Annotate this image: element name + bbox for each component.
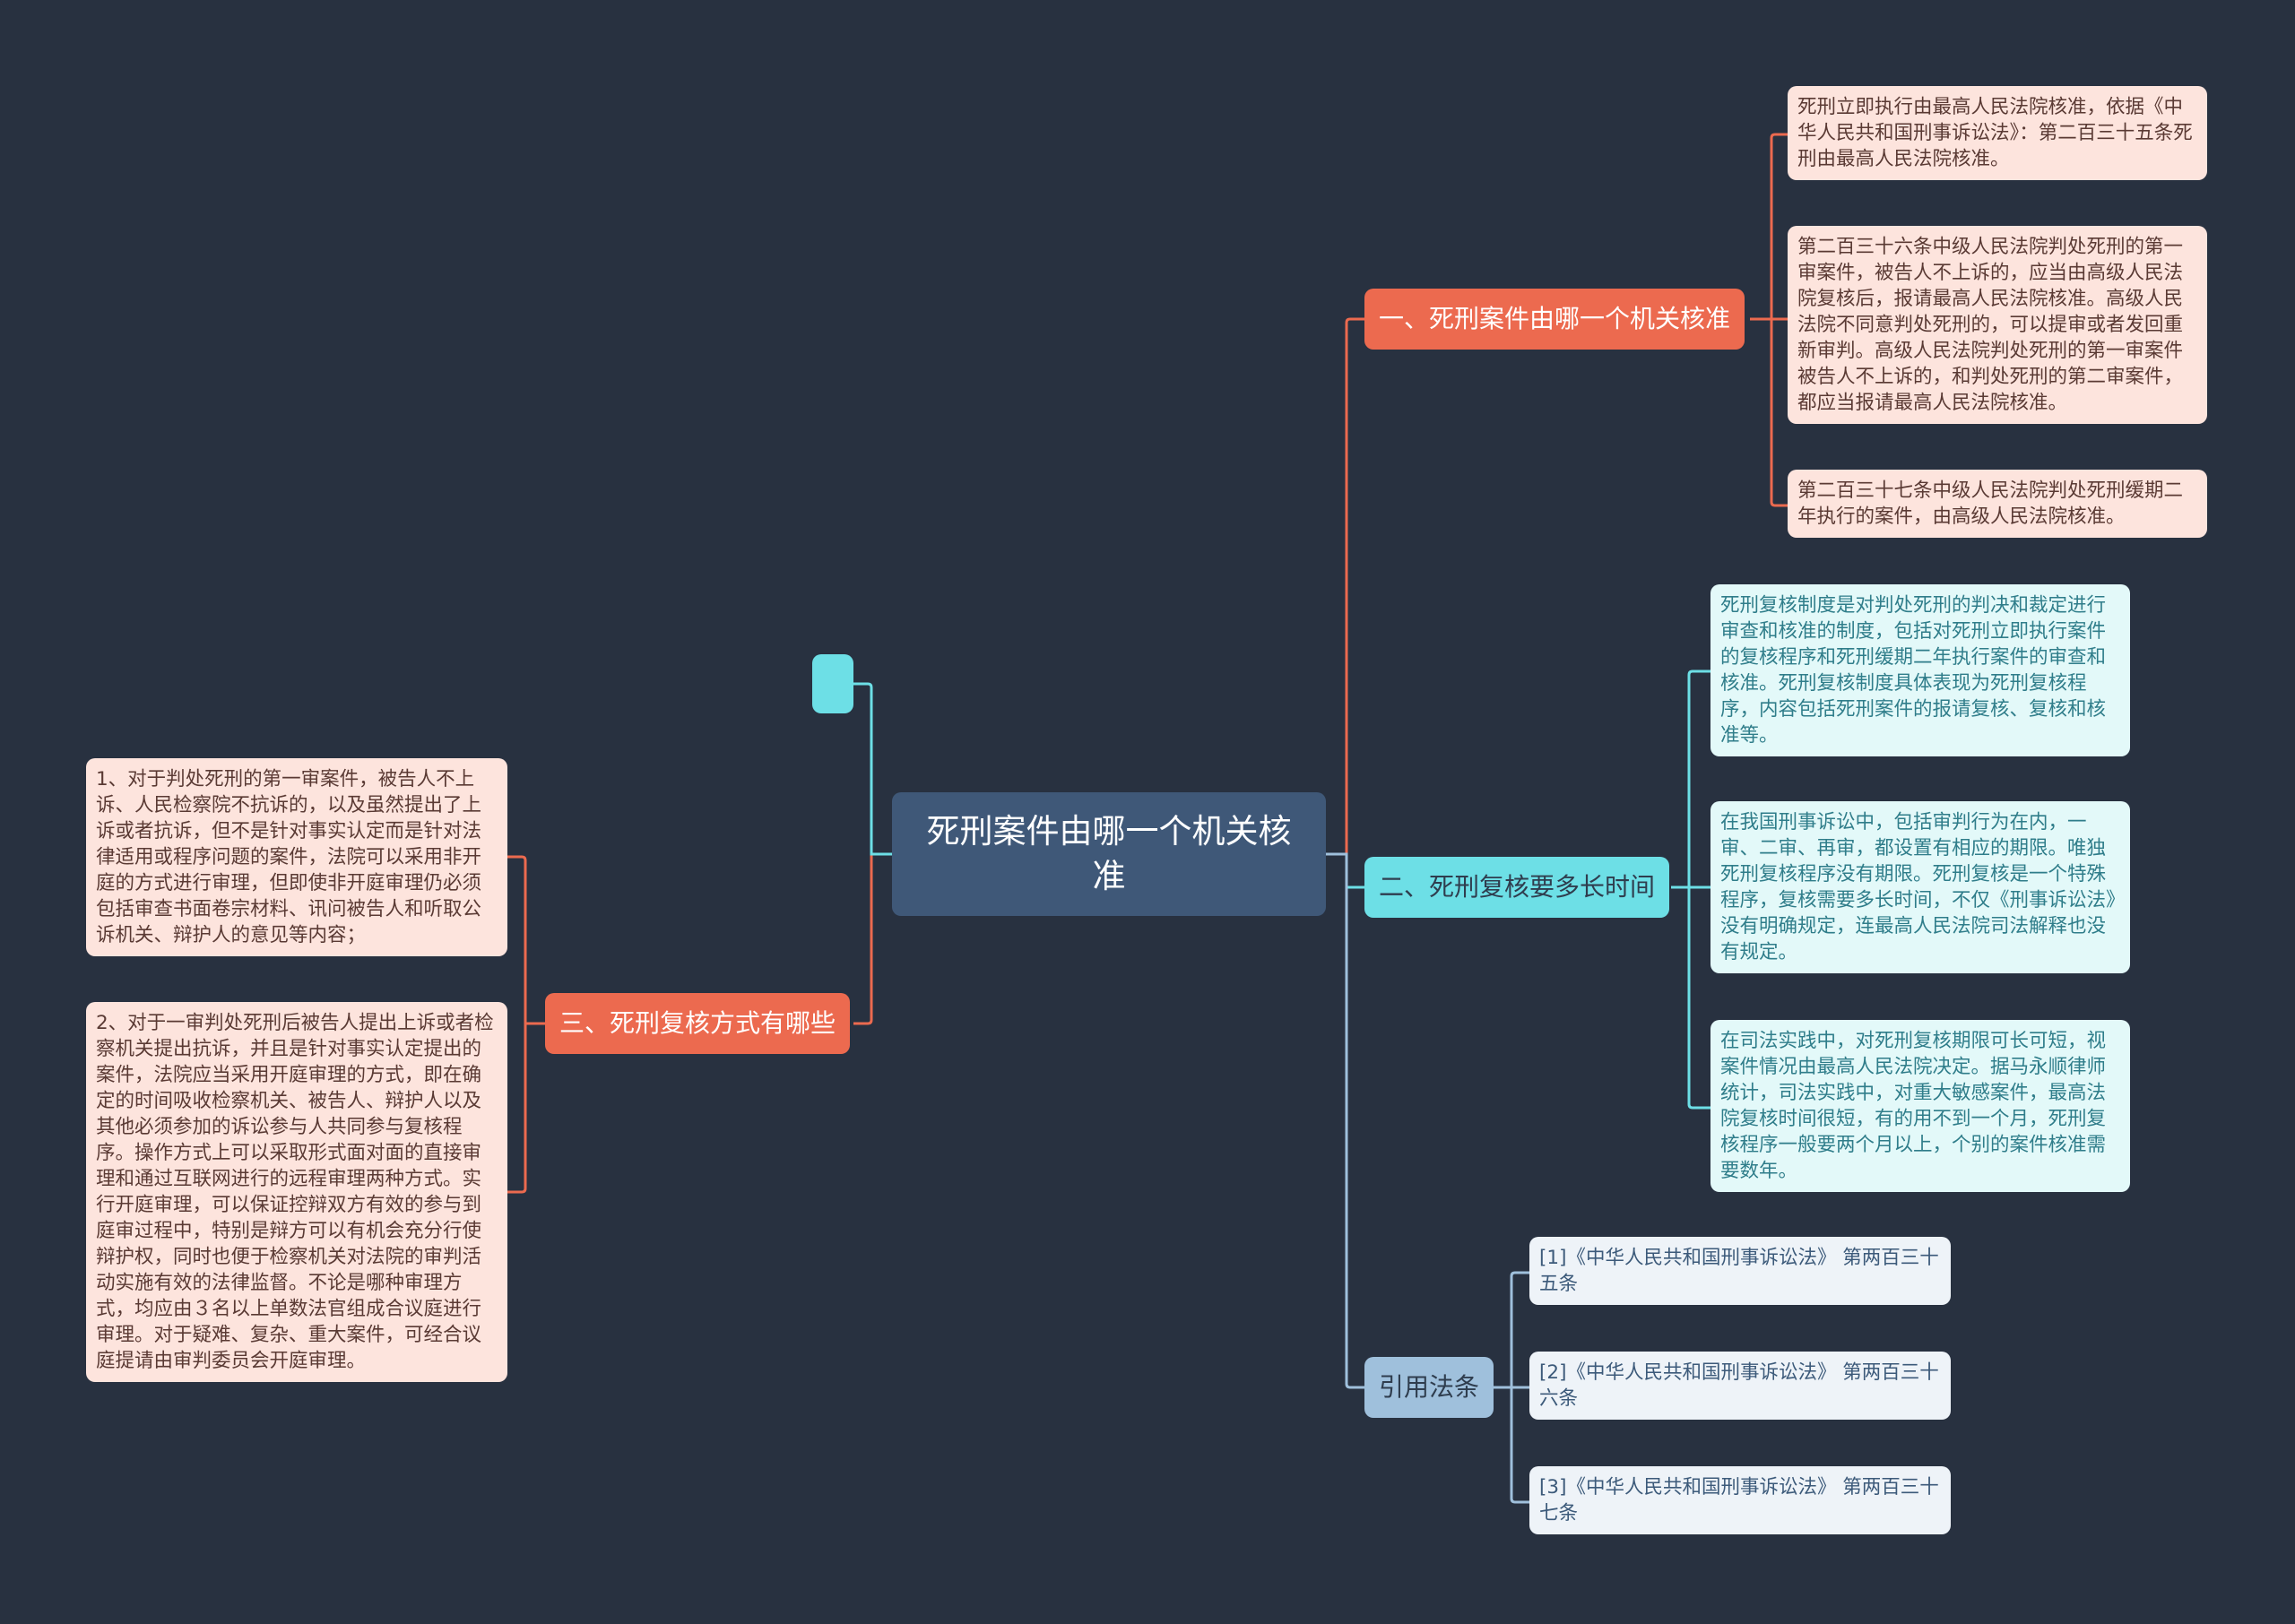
branch-label: 三、死刑复核方式有哪些 — [559, 1008, 836, 1038]
leaf-text: [1]《中华人民共和国刑事诉讼法》 第两百三十五条 — [1539, 1247, 1939, 1295]
leaf-text: 第二百三十七条中级人民法院判处死刑缓期二年执行的案件，由高级人民法院核准。 — [1797, 479, 2184, 528]
link-root-b3 — [853, 852, 892, 1025]
branch-review-methods[interactable]: 三、死刑复核方式有哪些 — [545, 993, 851, 1054]
leaf-text: [2]《中华人民共和国刑事诉讼法》 第两百三十六条 — [1539, 1361, 1939, 1410]
branch-label: 引用法条 — [1379, 1372, 1480, 1402]
leaf-method-1[interactable]: 1、对于判处死刑的第一审案件，被告人不上诉、人民检察院不抗诉的，以及虽然提出了上… — [86, 758, 507, 956]
leaf-approval-1[interactable]: 死刑立即执行由最高人民法院核准，依据《中华人民共和国刑事诉讼法》：第二百三十五条… — [1788, 86, 2207, 180]
branch-review-duration[interactable]: 二、死刑复核要多长时间 — [1364, 857, 1670, 918]
leaf-article-237[interactable]: [3]《中华人民共和国刑事诉讼法》 第两百三十七条 — [1529, 1466, 1951, 1534]
link-b2-leaf3 — [1671, 885, 1710, 1110]
leaf-approval-2[interactable]: 第二百三十六条中级人民法院判处死刑的第一审案件，被告人不上诉的，应当由高级人民法… — [1788, 226, 2207, 424]
leaf-text: 在司法实践中，对死刑复核期限可长可短，视案件情况由最高人民法院决定。据马永顺律师… — [1720, 1030, 2107, 1182]
leaf-approval-3[interactable]: 第二百三十七条中级人民法院判处死刑缓期二年执行的案件，由高级人民法院核准。 — [1788, 470, 2207, 538]
link-b1-leaf1 — [1750, 133, 1788, 321]
leaf-text: 死刑复核制度是对判处死刑的判决和裁定进行审查和核准的制度，包括对死刑立即执行案件… — [1720, 594, 2107, 747]
link-b3-leaf1 — [507, 855, 545, 1025]
link-b3-leaf2 — [507, 1022, 545, 1194]
root-node[interactable]: 死刑案件由哪一个机关核准 — [892, 792, 1326, 916]
link-b2-leaf1 — [1671, 669, 1710, 889]
link-b4-leaf3 — [1490, 1386, 1529, 1504]
branch-label: 一、死刑案件由哪一个机关核准 — [1379, 304, 1731, 333]
leaf-duration-1[interactable]: 死刑复核制度是对判处死刑的判决和裁定进行审查和核准的制度，包括对死刑立即执行案件… — [1710, 584, 2130, 756]
branch-approval-authority[interactable]: 一、死刑案件由哪一个机关核准 — [1364, 289, 1745, 350]
leaf-duration-2[interactable]: 在我国刑事诉讼中，包括审判行为在内，一审、二审、再审，都设置有相应的期限。唯独死… — [1710, 801, 2130, 973]
leaf-text: 死刑立即执行由最高人民法院核准，依据《中华人民共和国刑事诉讼法》：第二百三十五条… — [1797, 96, 2193, 170]
branch-label: 二、死刑复核要多长时间 — [1379, 872, 1656, 902]
link-root-b1 — [1326, 317, 1364, 856]
leaf-duration-3[interactable]: 在司法实践中，对死刑复核期限可长可短，视案件情况由最高人民法院决定。据马永顺律师… — [1710, 1020, 2130, 1192]
leaf-text: [3]《中华人民共和国刑事诉讼法》 第两百三十七条 — [1539, 1476, 1939, 1525]
empty-topic-node[interactable] — [812, 654, 853, 713]
leaf-article-235[interactable]: [1]《中华人民共和国刑事诉讼法》 第两百三十五条 — [1529, 1237, 1951, 1305]
link-root-stub — [853, 682, 892, 856]
leaf-text: 2、对于一审判处死刑后被告人提出上诉或者检察机关提出抗诉，并且是针对事实认定提出… — [96, 1012, 494, 1372]
link-b1-leaf3 — [1750, 317, 1788, 507]
leaf-text: 在我国刑事诉讼中，包括审判行为在内，一审、二审、再审，都设置有相应的期限。唯独死… — [1720, 811, 2116, 963]
link-root-b4 — [1326, 852, 1364, 1389]
root-label: 死刑案件由哪一个机关核准 — [926, 812, 1292, 895]
branch-cited-articles[interactable]: 引用法条 — [1364, 1357, 1494, 1418]
leaf-method-2[interactable]: 2、对于一审判处死刑后被告人提出上诉或者检察机关提出抗诉，并且是针对事实认定提出… — [86, 1002, 507, 1382]
leaf-text: 1、对于判处死刑的第一审案件，被告人不上诉、人民检察院不抗诉的，以及虽然提出了上… — [96, 768, 482, 946]
link-b4-leaf1 — [1490, 1271, 1529, 1389]
leaf-text: 第二百三十六条中级人民法院判处死刑的第一审案件，被告人不上诉的，应当由高级人民法… — [1797, 236, 2184, 414]
leaf-article-236[interactable]: [2]《中华人民共和国刑事诉讼法》 第两百三十六条 — [1529, 1352, 1951, 1420]
